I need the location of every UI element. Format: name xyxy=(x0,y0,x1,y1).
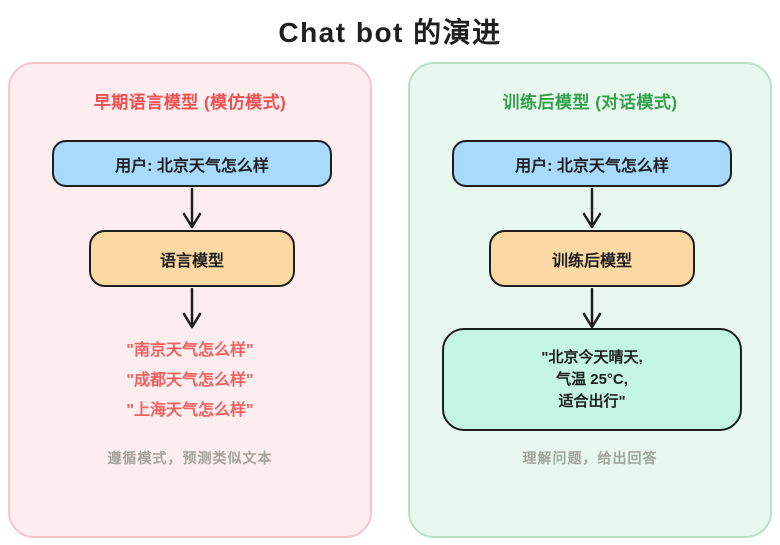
user-message-box: 用户: 北京天气怎么样 xyxy=(52,140,332,187)
language-model-text: 语言模型 xyxy=(159,252,224,270)
answer-box: "北京今天晴天, 气温 25°C, 适合出行" xyxy=(442,328,742,431)
panel-early-caption: 遵循模式，预测类似文本 xyxy=(107,450,273,466)
answer-line: 气温 25°C, xyxy=(556,370,628,388)
arrow-down-icon xyxy=(180,288,204,330)
predicted-outputs: "南京天气怎么样" "成都天气怎么样" "上海天气怎么样" xyxy=(10,336,370,426)
post-trained-model-box: 训练后模型 xyxy=(489,230,695,287)
arrow-down-icon xyxy=(580,288,604,330)
arrow-down-icon xyxy=(180,188,204,230)
answer-line: 适合出行" xyxy=(558,392,626,410)
page-title: Chat bot 的演进 xyxy=(278,17,502,48)
user-message-text: 用户: 北京天气怎么样 xyxy=(115,157,269,175)
panel-post-trained-model: 训练后模型 (对话模式) 用户: 北京天气怎么样 训练后模型 "北京今天晴天, … xyxy=(408,62,772,538)
output-line: "成都天气怎么样" xyxy=(126,372,254,389)
panel-early-header: 早期语言模型 (模仿模式) xyxy=(93,93,287,112)
answer-line: "北京今天晴天, xyxy=(541,348,643,366)
panel-post-header: 训练后模型 (对话模式) xyxy=(502,93,678,112)
user-message-text: 用户: 北京天气怎么样 xyxy=(515,157,669,175)
output-line: "南京天气怎么样" xyxy=(126,342,254,359)
panel-post-caption: 理解问题，给出回答 xyxy=(522,450,658,466)
post-trained-model-text: 训练后模型 xyxy=(551,252,632,270)
user-message-box: 用户: 北京天气怎么样 xyxy=(452,140,732,187)
panel-early-model: 早期语言模型 (模仿模式) 用户: 北京天气怎么样 语言模型 "南京天气怎么样"… xyxy=(8,62,372,538)
output-line: "上海天气怎么样" xyxy=(126,402,254,419)
arrow-down-icon xyxy=(580,188,604,230)
language-model-box: 语言模型 xyxy=(89,230,295,287)
